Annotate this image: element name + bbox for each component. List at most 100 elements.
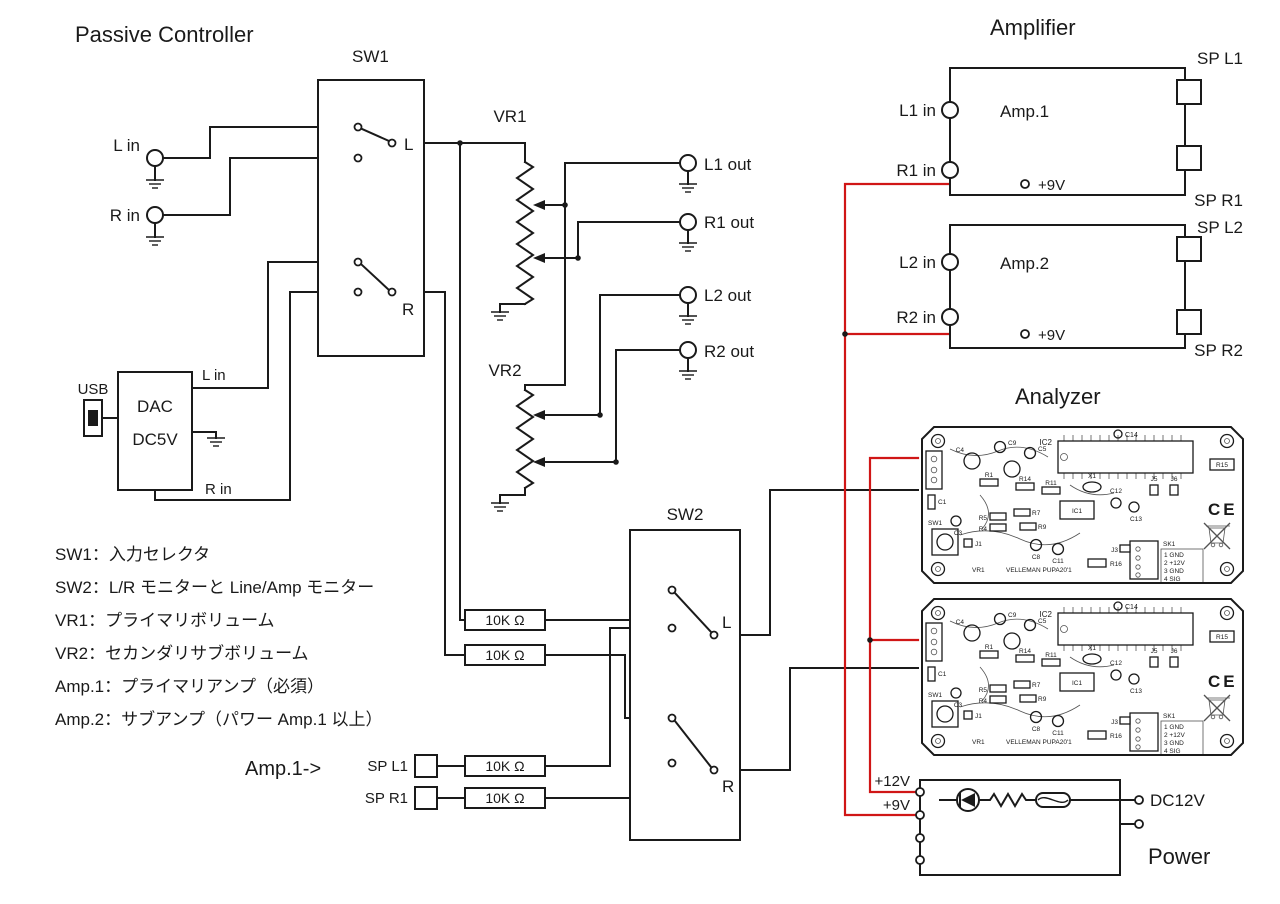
- resistor-10k-4: [464, 787, 546, 809]
- amp2-r-in-label: R2 in: [896, 308, 936, 327]
- amp2-l-in-jack: [941, 253, 959, 271]
- amp1-9v-label: +9V: [1038, 177, 1065, 194]
- ground-vr2: [490, 502, 510, 512]
- sw2-pole-r: [709, 765, 719, 775]
- r1-out-jack: [679, 213, 697, 231]
- resistor-10k-2-value: 10K Ω: [485, 647, 524, 663]
- sw2-pole-l-label: L: [722, 613, 731, 632]
- sw1-pole-r-label: R: [402, 300, 414, 319]
- sw1-pole-l-label: L: [404, 135, 413, 154]
- amp1-9v-terminal: [1020, 179, 1030, 189]
- amp1-r-in-label: R1 in: [896, 161, 936, 180]
- amp2-9v-terminal: [1020, 329, 1030, 339]
- vr2-pot: VR2: [488, 361, 545, 490]
- analyzer-board-2: [921, 598, 1244, 756]
- legend-line-3: VR1：プライマリボリューム: [55, 611, 275, 630]
- r2-out-jack: [679, 341, 697, 359]
- resistor-symbol: [978, 792, 1037, 808]
- dac-volt-label: DC5V: [132, 430, 178, 449]
- amp2-9v-label: +9V: [1038, 327, 1065, 344]
- amp2-sp-l-terminal: [1176, 236, 1202, 262]
- monitor-resistors: 10K Ω 10K Ω 10K Ω 10K Ω: [464, 609, 546, 809]
- sp-l1-tap-terminal: [414, 754, 438, 778]
- title-passive-controller: Passive Controller: [75, 22, 254, 47]
- sp-r1-tap-terminal: [414, 786, 438, 810]
- dac-module: USB DAC DC5V L in R in: [78, 367, 232, 498]
- ground-r1-out: [678, 242, 698, 252]
- l-in-label: L in: [113, 136, 140, 155]
- legend-line-5: Amp.1：プライマリアンプ（必須）: [55, 677, 324, 696]
- amp2-name: Amp.2: [1000, 254, 1049, 273]
- dc12v-label: DC12V: [1150, 791, 1205, 810]
- output-jacks: L1 out R1 out L2 out R2 out: [679, 154, 754, 361]
- amp1-r-in-jack: [941, 161, 959, 179]
- title-amplifier: Amplifier: [990, 15, 1076, 40]
- amp1-sp-l-label: SP L1: [1197, 49, 1243, 68]
- amp1-sp-r-label: SP R1: [1194, 191, 1243, 210]
- l2-out-label: L2 out: [704, 286, 752, 305]
- sp-r1-tap-label: SP R1: [365, 790, 408, 807]
- legend-notes: SW1：入力セレクタ SW2：L/R モニターと Line/Amp モニター V…: [55, 545, 383, 729]
- vr2-label: VR2: [488, 361, 521, 380]
- r-in-jack: [146, 206, 164, 224]
- resistor-10k-1-value: 10K Ω: [485, 612, 524, 628]
- sw2-monitor-selector: SW2 L R: [629, 505, 741, 841]
- amp2-sp-r-label: SP R2: [1194, 341, 1243, 360]
- power-module: +12V +9V DC12V: [875, 773, 1205, 876]
- signal-wires: [101, 126, 919, 799]
- usb-plug-pin: [88, 410, 98, 426]
- amp1-sp-r-terminal: [1176, 145, 1202, 171]
- amp1-l-in-label: L1 in: [899, 101, 936, 120]
- amp2-sp-l-label: SP L2: [1197, 218, 1243, 237]
- title-analyzer: Analyzer: [1015, 384, 1101, 409]
- dac-r-in-label: R in: [205, 481, 232, 498]
- vr1-pot: VR1: [493, 107, 545, 306]
- amp1-module: L1 in R1 in Amp.1 +9V SP L1 SP R1: [896, 49, 1243, 210]
- ground-vr1: [490, 311, 510, 321]
- ground-dac: [206, 437, 226, 447]
- amp1-speaker-tap: Amp.1-> SP L1 SP R1: [245, 754, 438, 810]
- power-box: [919, 779, 1121, 876]
- amp1-l-in-jack: [941, 101, 959, 119]
- amp1-name: Amp.1: [1000, 102, 1049, 121]
- ground-l1-out: [678, 183, 698, 193]
- amp2-r-in-jack: [941, 308, 959, 326]
- l-in-jack: [146, 149, 164, 167]
- power-9v-label: +9V: [883, 797, 910, 814]
- l1-out-jack: [679, 154, 697, 172]
- sw1-selector: SW1 L R: [317, 47, 425, 357]
- sw1-label: SW1: [352, 47, 389, 66]
- amp1-box: [949, 67, 1186, 196]
- ground-l-in: [145, 179, 165, 189]
- analyzer-board-1: [921, 426, 1244, 584]
- r-in-label: R in: [110, 206, 140, 225]
- legend-line-1: SW1：入力セレクタ: [55, 545, 210, 564]
- vr1-label: VR1: [493, 107, 526, 126]
- sw2-box: [629, 529, 741, 841]
- title-power: Power: [1148, 844, 1210, 869]
- sw1-pole-l: [387, 138, 397, 148]
- amp2-l-in-label: L2 in: [899, 253, 936, 272]
- sw1-pole-r: [387, 287, 397, 297]
- r1-out-label: R1 out: [704, 213, 754, 232]
- sw2-pole-l: [709, 630, 719, 640]
- resistor-10k-1: [464, 609, 546, 631]
- l2-out-jack: [679, 286, 697, 304]
- amp2-module: L2 in R2 in Amp.2 +9V SP L2 SP R2: [896, 218, 1243, 360]
- power-12v-label: +12V: [875, 773, 910, 790]
- sw2-label: SW2: [667, 505, 704, 524]
- ground-r2-out: [678, 370, 698, 380]
- amp1-sp-l-terminal: [1176, 79, 1202, 105]
- legend-line-4: VR2：セカンダリサブボリューム: [55, 643, 309, 663]
- amp2-box: [949, 224, 1186, 349]
- junction-dots: [457, 140, 619, 465]
- ground-l2-out: [678, 315, 698, 325]
- resistor-10k-3-value: 10K Ω: [485, 758, 524, 774]
- ground-r-in: [145, 236, 165, 246]
- sw1-box: [317, 79, 425, 357]
- sp-l1-tap-label: SP L1: [367, 758, 408, 775]
- amp1-tap-label: Amp.1->: [245, 758, 321, 780]
- legend-line-6: Amp.2：サブアンプ（パワー Amp.1 以上）: [55, 709, 383, 729]
